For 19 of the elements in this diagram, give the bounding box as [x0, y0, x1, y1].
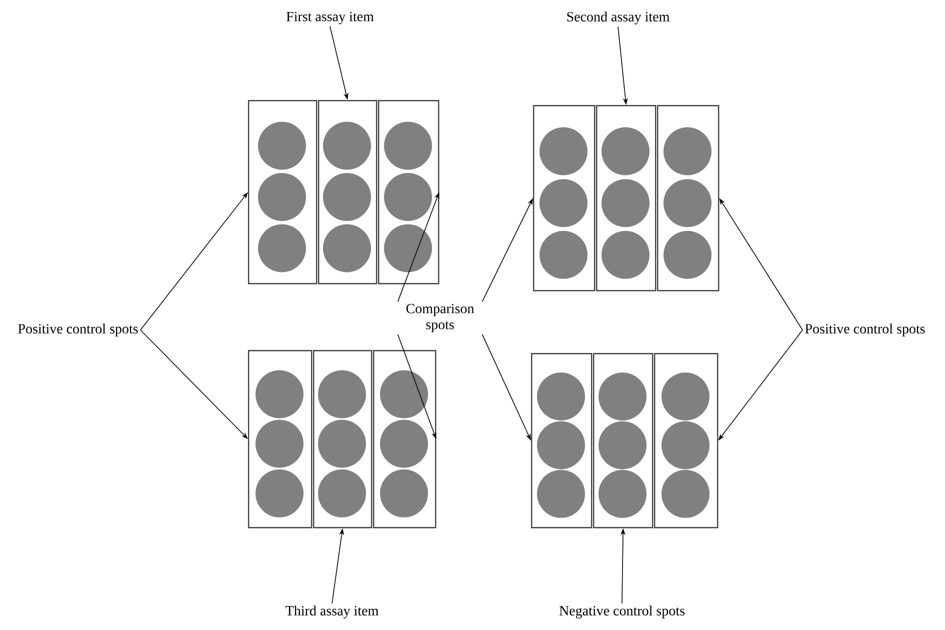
label: Third assay item — [286, 606, 378, 618]
label: Second assay item — [567, 12, 670, 24]
spot-column — [378, 100, 440, 284]
label: Negative control spots — [559, 606, 684, 618]
spot-column — [657, 105, 720, 292]
spot-column — [313, 350, 372, 528]
spot-column — [373, 350, 436, 528]
spot-column — [596, 105, 656, 292]
label: Positive control spots — [805, 324, 925, 336]
spot-column — [654, 353, 718, 528]
spot-column — [248, 100, 318, 284]
label: Comparison spots — [406, 304, 474, 332]
spot-column — [593, 353, 654, 528]
label: Positive control spots — [18, 324, 138, 336]
label: First assay item — [286, 12, 374, 24]
spot-column — [248, 350, 312, 528]
spot-column — [533, 105, 596, 292]
spot-column — [531, 353, 592, 528]
spot-column — [318, 100, 378, 284]
